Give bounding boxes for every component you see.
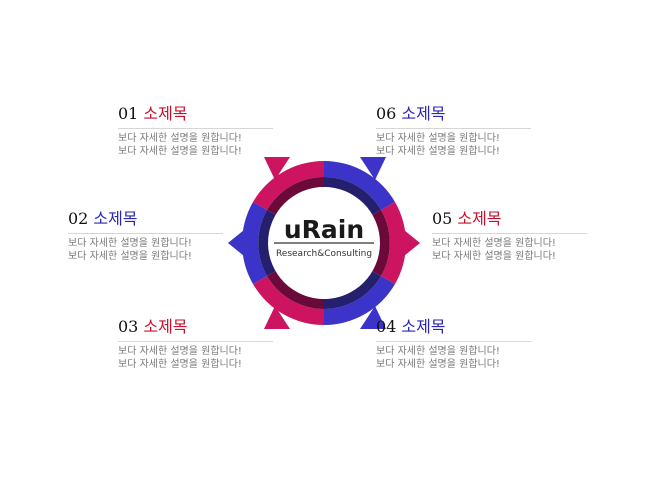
step-divider (432, 233, 587, 234)
step-number: 01 (118, 104, 139, 123)
step-subtitle: 소제목 (401, 317, 446, 336)
step-description-line: 보다 자세한 설명을 원합니다! (118, 359, 242, 370)
step-description-line: 보다 자세한 설명을 원합니다! (432, 251, 556, 262)
ring-segment-left (242, 202, 267, 284)
step-subtitle: 소제목 (457, 209, 502, 228)
ring-segment-top-right (324, 161, 395, 210)
step-number: 04 (376, 317, 397, 336)
arrow-left (228, 230, 244, 256)
step-description-line: 보다 자세한 설명을 원합니다! (118, 133, 242, 144)
ring-segment-bottom-left (253, 276, 324, 325)
inner-segment-left (258, 210, 276, 276)
step-subtitle: 소제목 (143, 317, 188, 336)
step-divider (118, 341, 273, 342)
step-description-line: 보다 자세한 설명을 원합니다! (376, 146, 500, 157)
step-subtitle: 소제목 (93, 209, 138, 228)
ring-segment-top-left (253, 161, 324, 210)
ring-segment-right (381, 202, 406, 284)
arrow-bottom-left (264, 306, 290, 329)
logo-tagline: Research&Consulting (276, 249, 372, 259)
inner-segment-right (372, 210, 390, 276)
step-description-line: 보다 자세한 설명을 원합니다! (376, 133, 500, 144)
arrow-top-left (264, 157, 290, 180)
step-description-line: 보다 자세한 설명을 원합니다! (68, 251, 192, 262)
step-description-line: 보다 자세한 설명을 원합니다! (68, 238, 192, 249)
logo-wordmark: uRain (284, 215, 364, 244)
step-description-line: 보다 자세한 설명을 원합니다! (118, 146, 242, 157)
step-description-line: 보다 자세한 설명을 원합니다! (432, 238, 556, 249)
step-description-line: 보다 자세한 설명을 원합니다! (376, 359, 500, 370)
step-divider (376, 341, 531, 342)
step-number: 06 (376, 104, 397, 123)
step-number: 05 (432, 209, 453, 228)
step-subtitle: 소제목 (401, 104, 446, 123)
inner-segment-bottom-right (324, 271, 381, 309)
inner-segment-top-right (324, 177, 381, 215)
step-divider (68, 233, 223, 234)
arrow-top-right (360, 157, 386, 180)
step-description-line: 보다 자세한 설명을 원합니다! (118, 346, 242, 357)
step-description-line: 보다 자세한 설명을 원합니다! (376, 346, 500, 357)
arrow-right (404, 230, 420, 256)
step-divider (376, 128, 531, 129)
step-subtitle: 소제목 (143, 104, 188, 123)
step-divider (118, 128, 273, 129)
inner-segment-bottom-left (267, 271, 324, 309)
step-number: 02 (68, 209, 89, 228)
inner-segment-top-left (267, 177, 324, 215)
arrow-bottom-right (360, 306, 386, 329)
ring-segment-bottom-right (324, 276, 395, 325)
step-number: 03 (118, 317, 139, 336)
